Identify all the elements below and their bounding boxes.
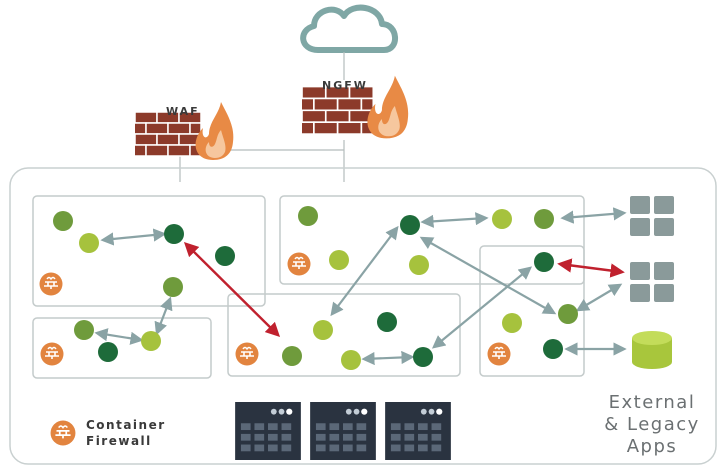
container-firewall-icon	[235, 342, 259, 366]
container-node	[79, 233, 99, 253]
container-nodes	[53, 206, 578, 370]
external-label-line3: Apps	[627, 436, 678, 457]
legend-line1: Container	[86, 418, 166, 432]
container-node	[543, 339, 563, 359]
container-firewall-icon	[39, 272, 63, 296]
waf-firewall: WAF	[135, 101, 235, 160]
container-node	[164, 224, 184, 244]
container-node	[502, 313, 522, 333]
container-node	[215, 246, 235, 266]
container-node	[400, 215, 420, 235]
server-rack-icon	[385, 402, 451, 460]
container-firewall-icon	[487, 342, 511, 366]
container-node	[74, 320, 94, 340]
blocked-arrows	[183, 241, 625, 338]
database-icon	[632, 331, 672, 369]
external-label-line2: & Legacy	[604, 414, 700, 435]
container-node	[409, 255, 429, 275]
container-firewall-icon	[287, 252, 311, 276]
traffic-arrows	[94, 207, 627, 366]
container-firewall-icon	[50, 420, 76, 446]
container-node	[53, 211, 73, 231]
container-node	[534, 209, 554, 229]
container-node	[534, 252, 554, 272]
container-node	[492, 209, 512, 229]
container-node	[413, 347, 433, 367]
container-node	[141, 331, 161, 351]
host-box	[32, 317, 212, 379]
platform-boundary	[9, 167, 717, 465]
container-node	[341, 350, 361, 370]
legend: Container Firewall	[50, 418, 166, 448]
container-node	[377, 312, 397, 332]
container-node	[558, 304, 578, 324]
container-node	[329, 250, 349, 270]
waf-label: WAF	[166, 105, 200, 118]
container-node	[313, 320, 333, 340]
server-rack-icon	[235, 402, 301, 460]
external-label-line1: External	[609, 392, 696, 413]
app-grid-icon	[630, 262, 674, 302]
ngfw-label: NGFW	[322, 79, 368, 92]
server-rack-icon	[310, 402, 376, 460]
cloud-icon	[300, 4, 398, 53]
container-node	[282, 346, 302, 366]
container-node	[98, 342, 118, 362]
container-node	[298, 206, 318, 226]
server-racks	[235, 402, 451, 460]
container-node	[163, 277, 183, 297]
host-box	[279, 195, 585, 285]
ngfw-firewall: NGFW	[302, 74, 410, 140]
legend-line2: Firewall	[86, 434, 152, 448]
container-firewall-icon	[40, 342, 64, 366]
app-grid-icon	[630, 196, 674, 236]
